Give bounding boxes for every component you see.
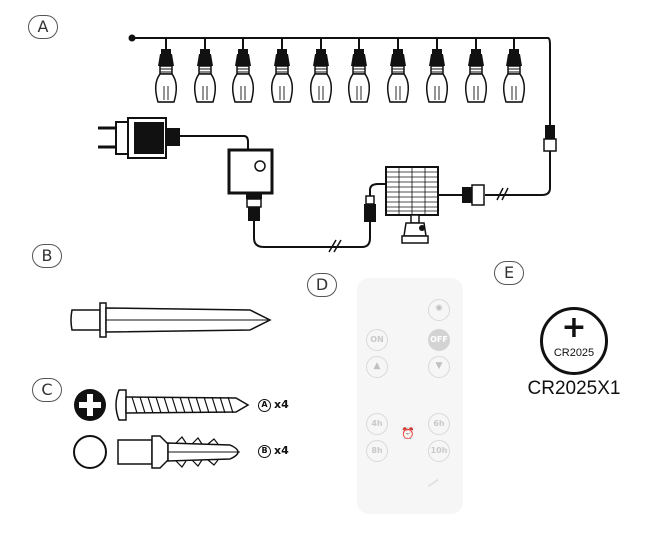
label-d: D	[307, 273, 337, 297]
string-lights	[128, 34, 557, 201]
timer-4h-button[interactable]: 4h	[366, 413, 388, 435]
timer-6h-button[interactable]: 6h	[428, 413, 450, 435]
screw-quantity: A x4	[258, 398, 289, 412]
empty-circle-icon	[73, 435, 107, 469]
anchor-quantity: B x4	[258, 444, 289, 458]
phillips-head-icon	[74, 389, 106, 421]
on-button[interactable]: ON	[366, 329, 388, 351]
alarm-clock-icon: ⏰	[401, 427, 415, 440]
quantity-text: x4	[274, 444, 289, 457]
triangle-up-icon[interactable]: ▲	[366, 356, 388, 378]
light-bulb	[270, 37, 294, 103]
tag-letter: A	[258, 398, 271, 412]
light-bulb	[502, 37, 526, 103]
light-bulb	[154, 37, 178, 103]
controller-box	[227, 148, 371, 253]
label-b: B	[32, 244, 62, 268]
light-bulb	[309, 37, 333, 103]
power-plug-icon	[98, 117, 249, 159]
light-bulb	[193, 37, 217, 103]
triangle-down-icon[interactable]: ▼	[428, 356, 450, 378]
label-e: E	[494, 261, 524, 285]
tag-letter: B	[258, 444, 271, 458]
battery-model: CR2025	[553, 347, 595, 359]
label-c: C	[32, 378, 62, 402]
battery-caption: CR2025X1	[527, 378, 621, 399]
label-a: A	[28, 15, 58, 39]
light-bulb	[464, 37, 488, 103]
light-mode-icon[interactable]: ✺	[428, 299, 450, 321]
quantity-text: x4	[274, 398, 289, 411]
light-bulb	[386, 37, 410, 103]
screw	[115, 389, 250, 421]
remote-control: ✺ ON OFF ▲ ▼ 4h 6h ⏰ 8h 10h	[357, 278, 463, 514]
solar-panel	[364, 166, 485, 244]
coin-battery: + CR2025	[540, 307, 608, 375]
plus-icon: +	[561, 310, 587, 345]
light-bulb	[347, 37, 371, 103]
ground-stake	[70, 302, 272, 338]
light-bulb	[231, 37, 255, 103]
wall-anchor	[117, 435, 240, 469]
off-button[interactable]: OFF	[428, 329, 450, 351]
timer-8h-button[interactable]: 8h	[366, 440, 388, 462]
timer-10h-button[interactable]: 10h	[428, 440, 450, 462]
signal-arrow-icon	[427, 478, 439, 487]
light-bulb	[425, 37, 449, 103]
